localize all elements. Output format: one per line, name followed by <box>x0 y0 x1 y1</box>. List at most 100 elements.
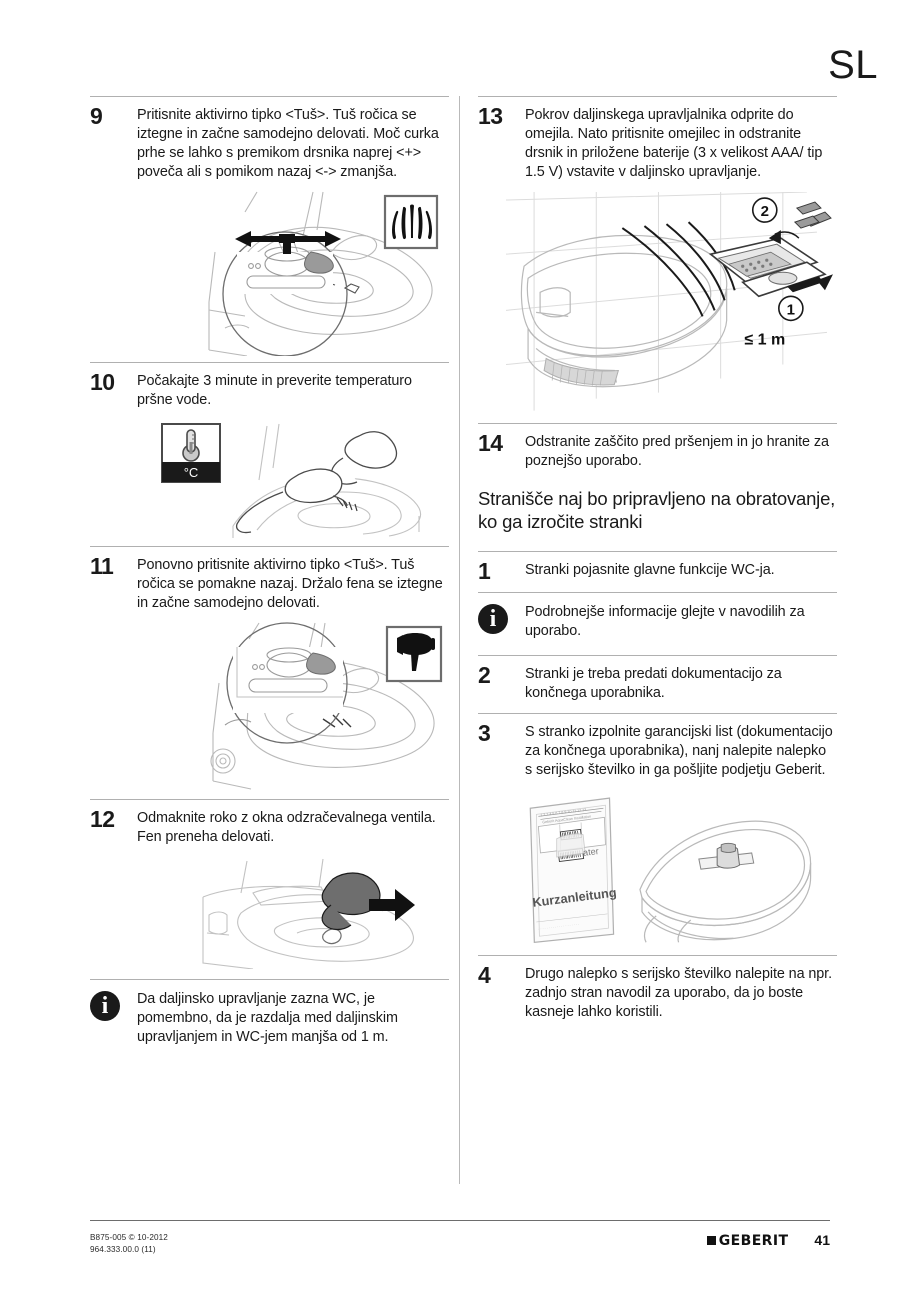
footer-right: GEBERIT 41 <box>706 1232 830 1249</box>
footer-rule <box>90 1220 830 1221</box>
step-4: 4 Drugo nalepko s serijsko številko nale… <box>478 956 837 1022</box>
step-text: Ponovno pritisnite aktivirno tipko <Tuš>… <box>137 557 443 612</box>
batteries <box>793 201 832 229</box>
callout-1: 1 <box>778 295 804 322</box>
page-footer: B875-005 © 10-2012 964.333.00.0 (11) GEB… <box>90 1232 830 1256</box>
step-number: 14 <box>478 429 503 456</box>
separator-rule <box>478 954 837 956</box>
svg-text:1 2 3 4 5 6 7 8 9 10 11 12 13: 1 2 3 4 5 6 7 8 9 10 11 12 13 <box>540 808 586 818</box>
step-text: S stranko izpolnite garancijski list (do… <box>525 724 833 779</box>
svg-text:2: 2 <box>761 203 769 220</box>
step-14: 14 Odstranite zaščito pred pršenjem in j… <box>478 424 837 471</box>
hand-upper <box>330 431 398 485</box>
svg-text:ater: ater <box>582 846 599 858</box>
wc-lid-with-label <box>639 821 812 943</box>
step-text: Počakajte 3 minute in preverite temperat… <box>137 373 412 409</box>
step-number: 13 <box>478 103 503 129</box>
info-note-remote-distance: i Da daljinsko upravljanje zazna WC, je … <box>90 980 449 1047</box>
separator-rule <box>478 592 837 594</box>
figure-step-12 <box>90 847 449 979</box>
thermometer-pictogram: °C <box>161 423 221 484</box>
slider-arrow-icon <box>235 231 341 255</box>
figure-step-3: 1 2 3 4 5 6 7 8 9 10 11 12 13 Geberit Aq… <box>478 780 837 954</box>
step-text: Drugo nalepko s serijsko številko nalepi… <box>525 965 832 1020</box>
separator-rule <box>90 362 449 364</box>
step-2: 2 Stranki je treba predati dokumentacijo… <box>478 656 837 703</box>
column-divider <box>459 96 460 1184</box>
hairdryer-pictogram <box>385 626 443 683</box>
separator-rule <box>90 546 449 548</box>
wc-slider-control-illustration <box>208 191 439 357</box>
radio-wave-arcs <box>621 221 736 317</box>
language-code: SL <box>828 43 878 87</box>
info-icon: i <box>90 990 137 1022</box>
info-note-user-manual: i Podrobnejše informacije glejte v navod… <box>478 593 837 641</box>
geberit-logo: GEBERIT <box>706 1232 789 1249</box>
right-column: 13 Pokrov daljinskega upravljalnika odpr… <box>478 96 837 1022</box>
separator-rule <box>478 96 837 97</box>
figure-step-9 <box>90 182 449 362</box>
svg-text:· · · · · · · · · · · · · · ·: · · · · · · · · · · · · · · · · · · · · <box>538 922 579 931</box>
water-temperature-check-illustration: °C <box>161 423 421 539</box>
figure-step-11 <box>90 613 449 799</box>
step-text: Pokrov daljinskega upravljalnika odprite… <box>525 107 823 181</box>
step-text: Stranki je treba predati dokumentacijo z… <box>525 666 782 702</box>
hand-with-arrow <box>321 872 381 931</box>
step-number: 1 <box>478 558 491 585</box>
distance-label: ≤ 1 m <box>744 331 785 349</box>
step-10: 10 Počakajte 3 minute in preverite tempe… <box>90 363 449 410</box>
tile-grid <box>506 192 828 411</box>
step-number: 11 <box>90 553 114 580</box>
section-heading: Stranišče naj bo pripravljeno na obratov… <box>478 487 836 533</box>
note-text: Da daljinsko upravljanje zazna WC, je po… <box>137 991 398 1046</box>
svg-text:1: 1 <box>787 301 795 318</box>
step-12: 12 Odmaknite roko z okna odzračevalnega … <box>90 800 449 847</box>
step-text: Stranki pojasnite glavne funkcije WC-ja. <box>525 562 775 579</box>
water-stream <box>336 497 358 512</box>
shower-spray-pictogram <box>383 194 439 250</box>
step-text: Odstranite zaščito pred pršenjem in jo h… <box>525 433 829 469</box>
brand-name: GEBERIT <box>718 1232 789 1249</box>
step-number: 2 <box>478 662 491 689</box>
step-1: 1 Stranki pojasnite glavne funkcije WC-j… <box>478 552 837 583</box>
figure-step-10: °C <box>90 410 449 546</box>
figure-step-13: 2 1 ≤ 1 m <box>478 182 837 423</box>
remote-control-range-illustration: 2 1 ≤ 1 m <box>506 192 833 411</box>
hand-lower <box>235 468 348 534</box>
wc-dryer-arm-illustration <box>210 622 443 790</box>
document-code-line-2: 964.333.00.0 (11) <box>90 1244 156 1254</box>
serial-number-label-on-lid <box>698 843 755 871</box>
thermometer-unit-label: °C <box>184 465 199 480</box>
separator-rule <box>90 979 449 981</box>
step-text: Odmaknite roko z okna odzračevalnega ven… <box>137 810 436 846</box>
note-text: Podrobnejše informacije glejte v navodil… <box>525 604 805 640</box>
step-number: 3 <box>478 720 491 747</box>
document-code-line-1: B875-005 © 10-2012 <box>90 1233 168 1242</box>
step-number: 4 <box>478 961 491 988</box>
document-code: B875-005 © 10-2012 964.333.00.0 (11) <box>90 1232 168 1256</box>
svg-text:Geberit AquaClean Installation: Geberit AquaClean Installation <box>542 815 591 825</box>
step-number: 12 <box>90 806 115 833</box>
separator-rule <box>90 96 449 97</box>
separator-rule <box>478 551 837 553</box>
quick-guide-sheet: 1 2 3 4 5 6 7 8 9 10 11 12 13 Geberit Aq… <box>529 797 617 943</box>
step-number: 10 <box>90 369 115 396</box>
step-3: 3 S stranko izpolnite garancijski list (… <box>478 714 837 780</box>
info-icon: i <box>478 603 525 635</box>
step-number: 9 <box>90 103 103 129</box>
step-11: 11 Ponovno pritisnite aktivirno tipko <T… <box>90 547 449 613</box>
step-text: Pritisnite aktivirno tipko <Tuš>. Tuš ro… <box>137 107 439 181</box>
step-13: 13 Pokrov daljinskega upravljalnika odpr… <box>478 97 837 182</box>
separator-rule <box>90 799 449 801</box>
left-column: 9 Pritisnite aktivirno tipko <Tuš>. Tuš … <box>90 96 449 1047</box>
page-number: 41 <box>814 1232 830 1248</box>
quick-guide-and-lid-label-illustration: 1 2 3 4 5 6 7 8 9 10 11 12 13 Geberit Aq… <box>529 797 812 943</box>
step-9: 9 Pritisnite aktivirno tipko <Tuš>. Tuš … <box>90 97 449 182</box>
direction-arrow-icon <box>369 889 415 922</box>
separator-rule <box>478 422 837 424</box>
wc-body <box>520 234 728 388</box>
callout-2: 2 <box>751 197 778 223</box>
logo-square-icon <box>706 1236 716 1245</box>
separator-rule <box>478 655 837 657</box>
